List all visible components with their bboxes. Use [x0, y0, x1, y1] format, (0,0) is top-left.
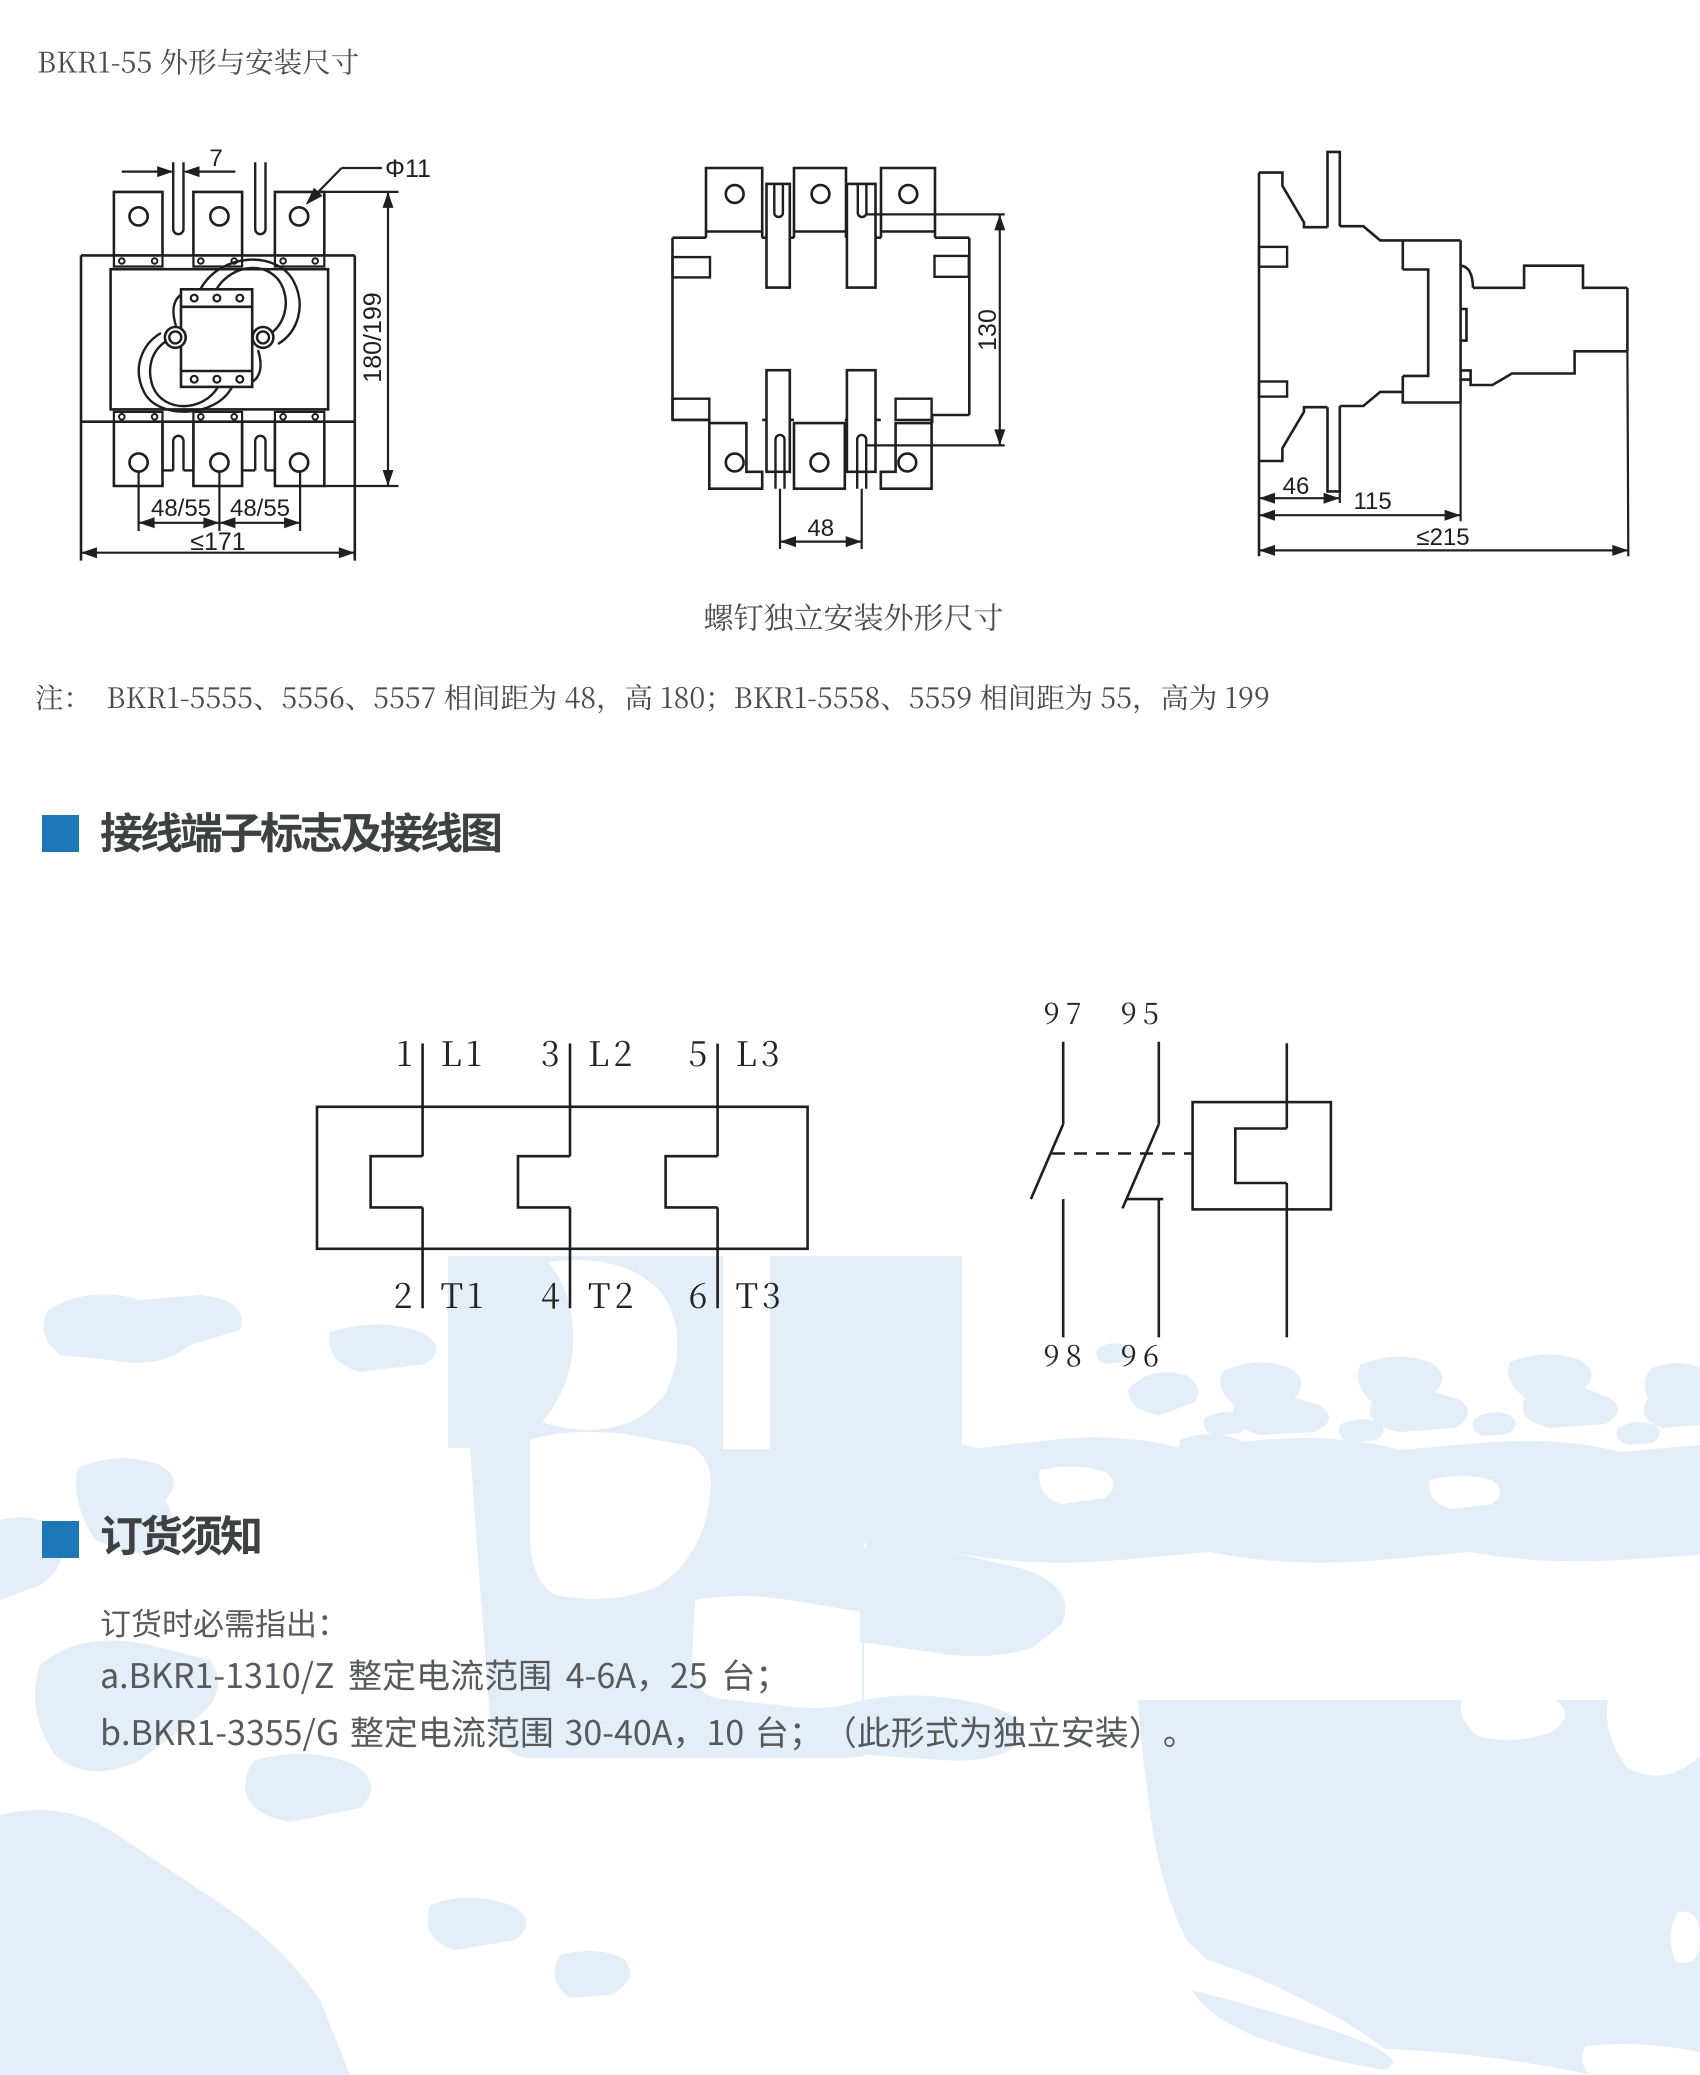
- svg-text:≤171: ≤171: [190, 528, 245, 556]
- svg-text:115: 115: [1353, 488, 1391, 515]
- svg-text:48/55: 48/55: [230, 495, 290, 522]
- svg-text:Φ11: Φ11: [385, 155, 431, 183]
- svg-text:48: 48: [807, 515, 834, 542]
- svg-text:7: 7: [209, 145, 222, 172]
- svg-text:48/55: 48/55: [151, 495, 211, 522]
- svg-text:≤215: ≤215: [1416, 524, 1469, 551]
- svg-text:180/199: 180/199: [359, 292, 387, 382]
- svg-text:46: 46: [1283, 473, 1310, 500]
- svg-text:130: 130: [974, 309, 1002, 351]
